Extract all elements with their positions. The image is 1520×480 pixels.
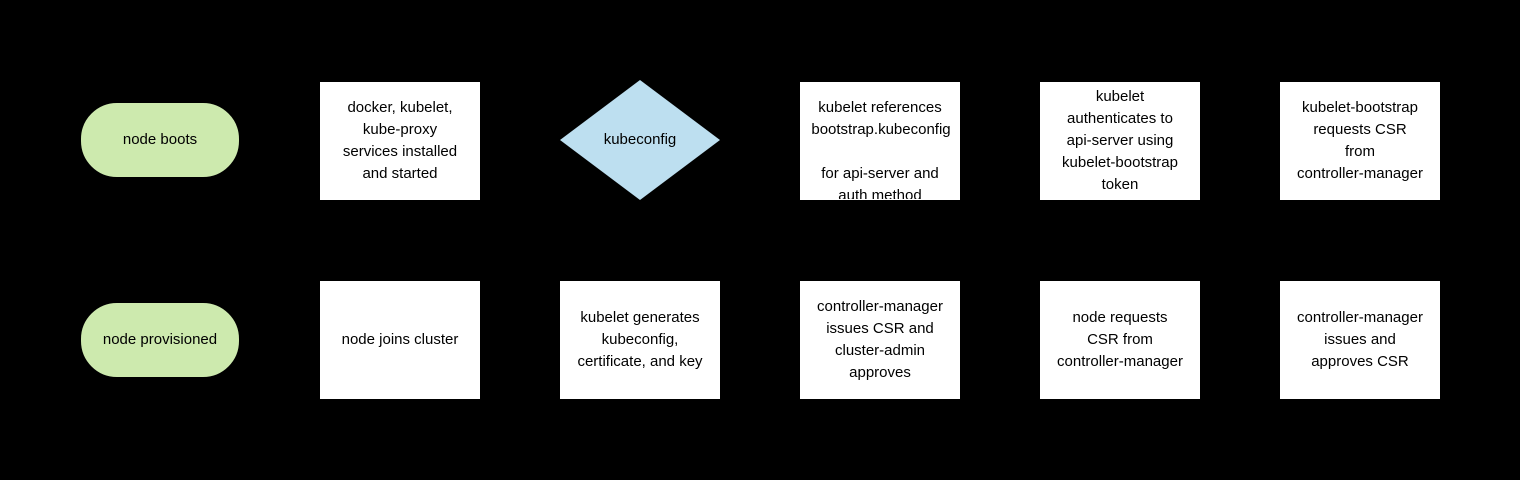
node-label: kubelet generates kubeconfig, certificat…: [577, 309, 703, 370]
node-label: controller-manager issues CSR and cluste…: [817, 298, 943, 381]
node-label-line-clipped: bootstrap.kubeconfig: [811, 121, 951, 138]
node-label: node joins cluster: [341, 331, 459, 348]
node-kubelet-generates[interactable]: kubelet generates kubeconfig, certificat…: [560, 281, 720, 399]
node-label-line-3: for api-server and: [821, 165, 939, 182]
node-controller-manager-issues-approves[interactable]: controller-manager issues and approves C…: [1280, 281, 1440, 399]
node-services-installed[interactable]: docker, kubelet, kube-proxy services ins…: [320, 82, 480, 200]
node-label: docker, kubelet, kube-proxy services ins…: [342, 99, 458, 182]
node-controller-manager-issues-csr[interactable]: controller-manager issues CSR and cluste…: [800, 281, 960, 399]
node-label: kubeconfig: [603, 131, 677, 148]
node-kubelet-authenticates[interactable]: kubelet authenticates to api-server usin…: [1040, 82, 1200, 200]
node-label: node boots: [122, 131, 198, 148]
node-label: kubelet references bootstrap.kubeconfig …: [801, 83, 959, 200]
node-kubeconfig-decision[interactable]: kubeconfig: [560, 80, 720, 200]
node-label: node requests CSR from controller-manage…: [1057, 309, 1183, 370]
node-label: kubelet authenticates to api-server usin…: [1062, 88, 1178, 193]
node-kubelet-bootstrap-requests-csr[interactable]: kubelet-bootstrap requests CSR from cont…: [1280, 82, 1440, 200]
node-label-line-4: auth method: [838, 187, 922, 200]
node-kubelet-references-bootstrap[interactable]: kubelet references bootstrap.kubeconfig …: [800, 82, 960, 200]
node-label: node provisioned: [102, 331, 218, 348]
node-node-joins-cluster[interactable]: node joins cluster: [320, 281, 480, 399]
node-label: controller-manager issues and approves C…: [1297, 309, 1423, 370]
node-node-boots[interactable]: node boots: [81, 103, 239, 177]
node-node-provisioned[interactable]: node provisioned: [81, 303, 239, 377]
node-label: kubelet-bootstrap requests CSR from cont…: [1297, 99, 1423, 182]
node-node-requests-csr[interactable]: node requests CSR from controller-manage…: [1040, 281, 1200, 399]
node-label-line-1: kubelet references: [818, 99, 942, 116]
